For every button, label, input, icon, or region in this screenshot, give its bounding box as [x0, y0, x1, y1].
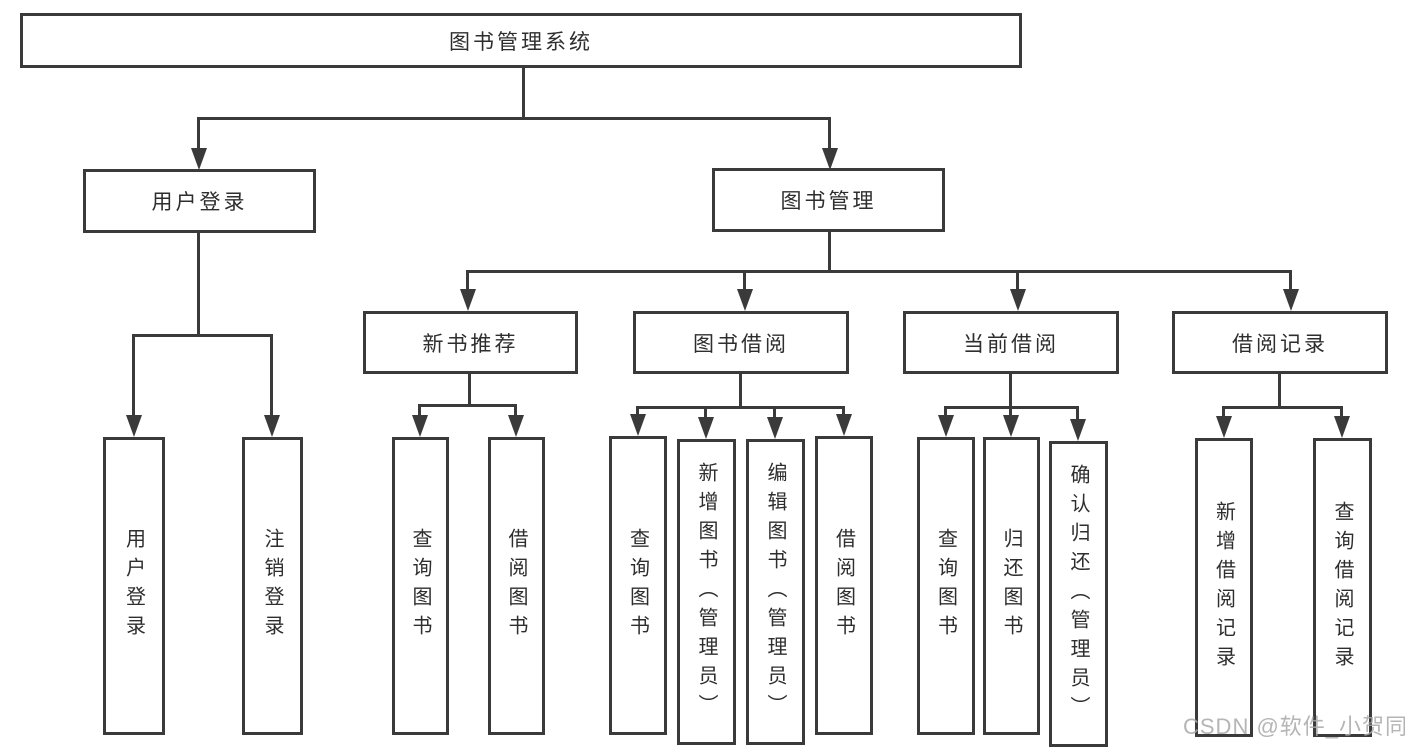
node-label: 注销登录	[261, 528, 283, 644]
connector-drop-nb-borrow	[514, 404, 517, 418]
connector-drop-borrowing-records	[1289, 270, 1292, 292]
connector-current-borrowing-stem	[1009, 374, 1012, 407]
node-label: 用户登录	[122, 528, 145, 644]
node-label: 图书管理	[780, 190, 877, 213]
connector-drop-bb-add	[704, 406, 707, 419]
connector-drop-bb-query	[636, 406, 639, 416]
connector-user-login-stem	[197, 232, 200, 335]
arrowhead-down-icon	[1334, 416, 1350, 438]
node-current-borrowing: 当前借阅	[903, 311, 1119, 374]
node-label: 借阅图书	[832, 527, 855, 644]
node-return-book: 归还图书	[983, 437, 1040, 735]
arrowhead-down-icon	[1283, 289, 1299, 311]
node-label: 新增借阅记录	[1212, 500, 1235, 675]
node-label: 新书推荐	[422, 332, 519, 356]
connector-drop-current-borrowing	[1016, 270, 1019, 292]
arrowhead-down-icon	[126, 415, 142, 437]
node-label: 查询借阅记录	[1331, 500, 1353, 675]
node-book-borrowing: 图书借阅	[633, 311, 849, 374]
node-add-book-admin: 新增图书（管理员）	[677, 439, 736, 745]
node-user-login: 用户登录	[83, 169, 316, 233]
arrowhead-down-icon	[938, 415, 954, 437]
node-new-book-recommend: 新书推荐	[363, 311, 578, 374]
connector-book-management-stem	[828, 232, 831, 271]
node-edit-book-admin: 编辑图书（管理员）	[746, 439, 805, 745]
connector-drop-cb-confirm	[1076, 406, 1079, 421]
arrowhead-down-icon	[191, 148, 207, 170]
arrowhead-down-icon	[767, 417, 783, 439]
node-borrow-book-recommend: 借阅图书	[488, 437, 545, 735]
node-query-book-borrowing: 查询图书	[609, 436, 667, 735]
arrowhead-down-icon	[836, 414, 852, 436]
arrowhead-down-icon	[264, 415, 280, 437]
arrowhead-down-icon	[1216, 416, 1232, 438]
node-label: 图书管理系统	[449, 30, 593, 54]
arrowhead-down-icon	[737, 289, 753, 311]
node-label: 用户登录	[151, 191, 248, 214]
connector-drop-logout	[270, 334, 273, 418]
node-label: 当前借阅	[963, 332, 1059, 356]
node-add-borrow-record: 新增借阅记录	[1195, 438, 1253, 737]
node-query-book-recommend: 查询图书	[392, 437, 449, 735]
connector-drop-br-add	[1222, 406, 1225, 418]
node-label: 确认归还（管理员）	[1067, 463, 1089, 725]
node-label: 新增图书（管理员）	[695, 461, 717, 723]
connector-root-stem	[522, 68, 525, 118]
arrowhead-down-icon	[822, 148, 838, 170]
csdn-watermark: CSDN @软件_小贺同学	[1183, 714, 1405, 739]
connector-drop-bb-borrow	[842, 406, 845, 416]
connector-borrowing-records-bus	[1222, 406, 1343, 409]
node-borrowing-records: 借阅记录	[1172, 311, 1388, 374]
connector-drop-nb-query	[418, 404, 421, 418]
node-label: 归还图书	[1000, 528, 1022, 644]
connector-root-bus	[197, 117, 831, 120]
connector-borrowing-records-stem	[1278, 374, 1281, 407]
arrowhead-down-icon	[1070, 419, 1086, 441]
node-label: 查询图书	[934, 528, 957, 644]
connector-new-book-recommend-stem	[468, 374, 471, 406]
node-confirm-return-admin: 确认归还（管理员）	[1049, 441, 1108, 747]
arrowhead-down-icon	[1003, 415, 1019, 437]
node-label: 借阅图书	[505, 528, 527, 644]
connector-drop-new-book-recommend	[466, 270, 469, 292]
connector-drop-cb-query	[944, 406, 947, 417]
arrowhead-down-icon	[412, 415, 428, 437]
connector-user-login-bus	[132, 334, 273, 337]
connector-drop-book-management	[828, 117, 831, 152]
node-borrow-book-borrowing: 借阅图书	[815, 436, 873, 735]
node-library-system: 图书管理系统	[20, 13, 1022, 68]
arrowhead-down-icon	[508, 415, 524, 437]
connector-drop-login	[132, 334, 135, 418]
node-login: 用户登录	[103, 437, 165, 735]
node-book-management: 图书管理	[712, 168, 945, 232]
connector-drop-book-borrowing	[743, 270, 746, 292]
node-label: 图书借阅	[693, 332, 789, 356]
arrowhead-down-icon	[630, 414, 646, 436]
connector-drop-bb-edit	[773, 406, 776, 419]
node-logout: 注销登录	[242, 437, 303, 735]
node-label: 编辑图书（管理员）	[764, 461, 786, 723]
arrowhead-down-icon	[460, 289, 476, 311]
arrowhead-down-icon	[698, 417, 714, 439]
connector-book-borrowing-bus	[636, 406, 845, 409]
node-label: 查询图书	[626, 527, 649, 644]
node-query-book-current: 查询图书	[917, 437, 975, 735]
node-label: 借阅记录	[1232, 332, 1328, 356]
connector-drop-cb-return	[1009, 406, 1012, 417]
connector-book-management-bus	[466, 270, 1292, 273]
node-label: 查询图书	[409, 528, 431, 644]
connector-drop-user-login	[197, 117, 200, 152]
arrowhead-down-icon	[1010, 289, 1026, 311]
connector-new-book-recommend-bus	[418, 404, 517, 407]
connector-book-borrowing-stem	[739, 374, 742, 407]
connector-drop-br-query	[1340, 406, 1343, 418]
node-query-borrow-record: 查询借阅记录	[1313, 438, 1372, 737]
